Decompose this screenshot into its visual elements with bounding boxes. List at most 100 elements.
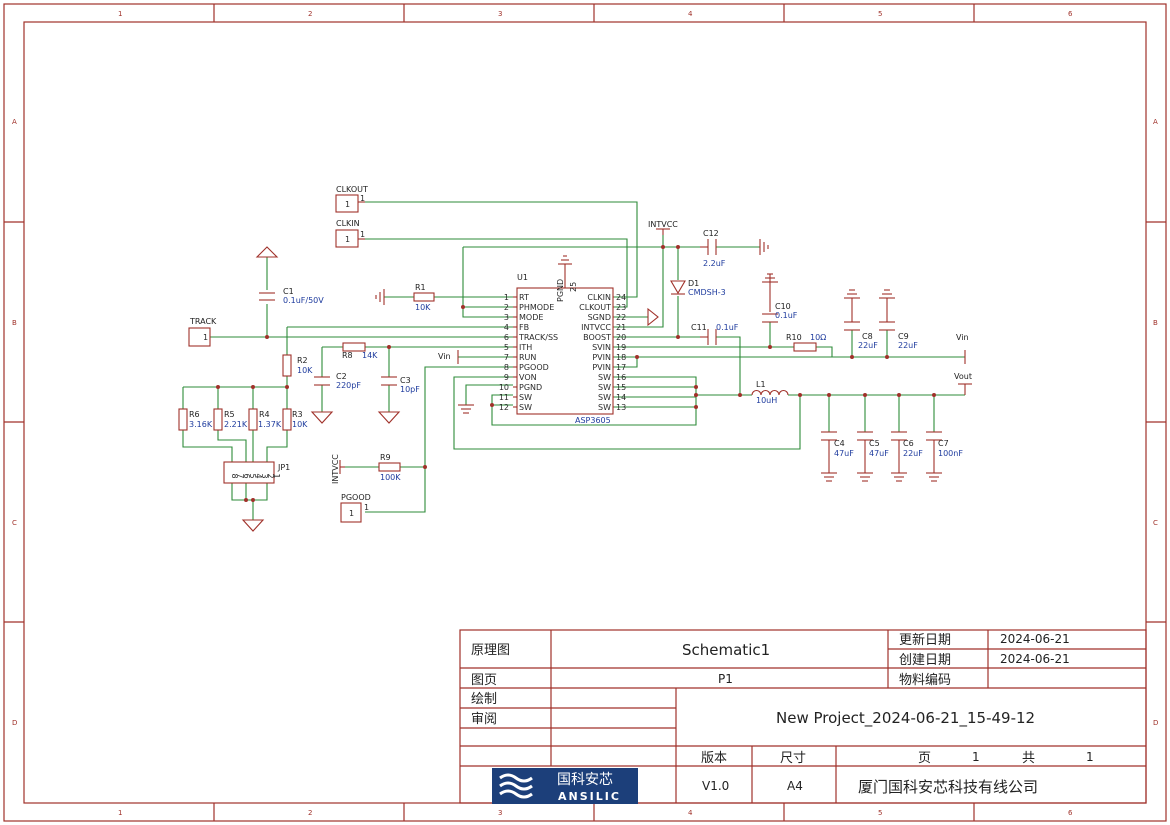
r3-ref: R3 — [292, 410, 303, 419]
track-pin: 1 — [203, 333, 208, 342]
zone-col-3-bottom: 3 — [498, 809, 502, 817]
resistor-r3[interactable]: R3 10K — [282, 408, 308, 431]
capacitor-c5[interactable]: C5 47uF — [857, 431, 889, 459]
u1-designator: U1 — [517, 273, 528, 282]
u1-right-pin-num: 19 — [616, 343, 626, 352]
u1-right-pin-num: 15 — [616, 383, 626, 392]
u1-right-pin-num: 22 — [616, 313, 626, 322]
tb-create-label: 创建日期 — [899, 653, 951, 668]
tb-sheet-name: Schematic1 — [682, 641, 770, 659]
net-vout-label: Vout — [954, 372, 972, 381]
c11-ref: C11 — [691, 323, 707, 332]
zone-row-c: C — [12, 519, 17, 527]
tb-total-word: 共 — [1022, 751, 1035, 766]
l1-ref: L1 — [756, 380, 766, 389]
connector-clkout[interactable]: CLKOUT 1 1 — [335, 185, 368, 213]
u1-right-pin-num: 13 — [616, 403, 626, 412]
jp1-pin-number: 1 — [272, 473, 281, 478]
u1-right-pin-num: 17 — [616, 363, 626, 372]
capacitor-c4[interactable]: C4 47uF — [821, 431, 854, 459]
c9-ref: C9 — [898, 332, 909, 341]
u1-right-pin-num: 14 — [616, 393, 626, 402]
resistor-r6[interactable]: R6 3.16K — [178, 408, 213, 431]
resistor-r8[interactable]: R8 14K — [342, 342, 378, 360]
r2-ref: R2 — [297, 356, 308, 365]
diode-d1[interactable]: D1 CMDSH-3 — [670, 279, 726, 297]
u1-right-pin-num: 24 — [616, 293, 626, 302]
ground-triangle-icon — [310, 411, 334, 424]
capacitor-c6[interactable]: C6 22uF — [891, 431, 923, 459]
u1-left-pin-name: VON — [519, 373, 537, 382]
c4-value: 47uF — [834, 449, 854, 458]
capacitor-c3[interactable]: C3 10pF — [381, 376, 420, 394]
ground-icon — [458, 404, 474, 414]
capacitor-c10[interactable]: C10 0.1uF — [762, 302, 798, 323]
r6-ref: R6 — [189, 410, 200, 419]
connector-clkin[interactable]: CLKIN 1 1 — [335, 219, 365, 248]
connector-pgood[interactable]: PGOOD 1 1 — [340, 493, 371, 523]
c8-value: 22uF — [858, 341, 878, 350]
pgood-pin: 1 — [349, 509, 354, 518]
tb-update-date: 2024-06-21 — [1000, 632, 1070, 646]
resistor-r9[interactable]: R9 100K — [378, 453, 401, 482]
c7-value: 100nF — [938, 449, 963, 458]
u1-left-pin-num: 3 — [504, 313, 509, 322]
clkout-pin-num: 1 — [360, 194, 365, 203]
zone-col-5: 5 — [878, 10, 882, 18]
title-block: 原理图 Schematic1 更新日期 2024-06-21 创建日期 2024… — [459, 629, 1147, 804]
ground-icon — [879, 289, 895, 322]
zone-row-b-right: B — [1153, 319, 1158, 327]
r5-ref: R5 — [224, 410, 235, 419]
ground-icon — [844, 289, 860, 322]
ground-icon — [926, 459, 942, 482]
capacitor-c8[interactable]: C8 22uF — [844, 321, 878, 350]
resistor-r1[interactable]: R1 10K — [413, 283, 435, 312]
zone-labels: 1 2 3 4 5 6 1 2 3 4 5 6 A B C D A B C D — [12, 10, 1158, 817]
logo-mark-icon — [499, 773, 533, 799]
ground-icon — [375, 289, 385, 305]
capacitor-c1[interactable]: C1 0.1uF/50V — [259, 287, 324, 305]
capacitor-c11[interactable]: C11 0.1uF — [691, 323, 739, 345]
u1-right-pin-name: SVIN — [592, 343, 611, 352]
resistor-r10[interactable]: R10 10Ω — [786, 333, 826, 352]
clkout-label: CLKOUT — [336, 185, 368, 194]
pgood-label: PGOOD — [341, 493, 371, 502]
ground-icon — [759, 239, 769, 255]
u1-right-pin-name: CLKIN — [587, 293, 611, 302]
u1-chip[interactable]: U1 ASP3605 PGND 25 RT1PHMODE2MODE3FB4TRA… — [499, 255, 626, 425]
track-label: TRACK — [189, 317, 217, 326]
tb-page-num: 1 — [972, 750, 980, 764]
net-intvcc-label: INTVCC — [648, 220, 678, 229]
resistor-r5[interactable]: R5 2.21K — [213, 408, 248, 431]
junctions — [216, 245, 936, 502]
capacitor-c7[interactable]: C7 100nF — [926, 431, 963, 459]
capacitor-c9[interactable]: C9 22uF — [879, 321, 918, 350]
ground-triangle-icon — [241, 519, 265, 532]
u1-right-pin-name: SW — [598, 373, 611, 382]
u1-left-pin-name: SW — [519, 403, 532, 412]
ground-triangle-icon — [377, 411, 401, 424]
zone-col-4: 4 — [688, 10, 693, 18]
u1-right-pin-name: INTVCC — [581, 323, 611, 332]
c12-value: 2.2uF — [703, 259, 726, 268]
resistor-r2[interactable]: R2 10K — [282, 354, 313, 377]
zone-row-d-right: D — [1153, 719, 1158, 727]
capacitor-c12[interactable]: C12 2.2uF — [700, 229, 726, 268]
resistor-r4[interactable]: R4 1.37K — [248, 408, 282, 431]
c2-ref: C2 — [336, 372, 347, 381]
connector-track[interactable]: TRACK 1 — [188, 317, 217, 347]
c3-value: 10pF — [400, 385, 420, 394]
u1-left-pins: RT1PHMODE2MODE3FB4TRACK/SS6ITH5RUN7PGOOD… — [499, 293, 558, 412]
inductor-l1[interactable]: L1 10uH — [751, 380, 789, 405]
r8-ref: R8 — [342, 351, 353, 360]
u1-right-pin-num: 18 — [616, 353, 626, 362]
net-intvcc: INTVCC — [648, 220, 678, 235]
zone-row-c-right: C — [1153, 519, 1158, 527]
capacitor-c2[interactable]: C2 220pF — [314, 372, 361, 390]
u1-left-pin-num: 6 — [504, 333, 509, 342]
clkin-label: CLKIN — [336, 219, 360, 228]
c5-value: 47uF — [869, 449, 889, 458]
zone-row-a: A — [12, 118, 17, 126]
